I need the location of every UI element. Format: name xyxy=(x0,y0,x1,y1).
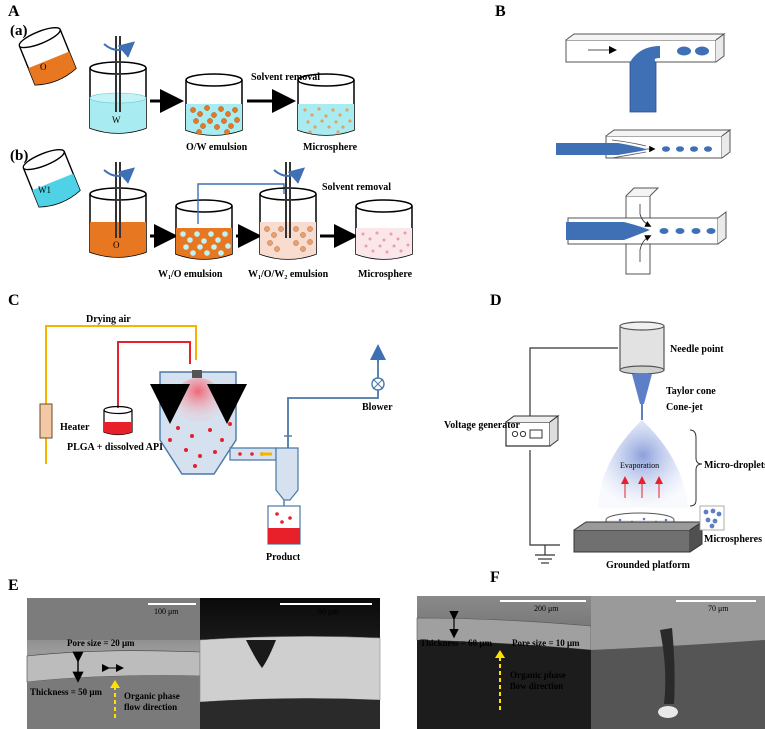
sem-f-right: 70 μm xyxy=(591,596,765,729)
thickness-label-f: Thickness = 60 μm xyxy=(420,638,492,648)
product-jar xyxy=(267,505,301,545)
panel-b: B xyxy=(495,3,732,275)
voltage-generator-label: Voltage generator xyxy=(444,420,521,431)
solvent-removal-label-b: Solvent removal xyxy=(322,182,391,193)
panel-label-e: E xyxy=(8,577,19,594)
t-junction-chip xyxy=(565,33,726,113)
w1o-emulsion-beaker: W₁/O emulsion xyxy=(158,199,233,280)
spray-plume xyxy=(174,378,222,422)
heater-box xyxy=(39,403,53,439)
w1-pouring-beaker xyxy=(22,148,81,208)
solvent-removal-label-a: Solvent removal xyxy=(251,72,320,83)
scale-label-e-right: 80 μm xyxy=(318,607,339,616)
water-label: W xyxy=(112,115,121,125)
taylor-cone xyxy=(632,374,652,404)
microsphere-beaker-b: Microsphere xyxy=(355,199,413,280)
droplets-c xyxy=(168,422,232,468)
panel-d: D Voltage generator Needle point xyxy=(444,292,765,571)
microsphere-beaker-a: Microsphere xyxy=(297,73,358,153)
co-flow-chip xyxy=(556,129,732,159)
scale-label-f-right: 70 μm xyxy=(708,604,729,613)
nozzle xyxy=(192,370,202,378)
cyclone xyxy=(275,447,299,501)
ow-emulsion-label: O/W emulsion xyxy=(186,142,248,153)
panel-f: F 200 μm Thickness = 60 μm Pore size = 1… xyxy=(416,569,765,729)
microsphere-label-a: Microsphere xyxy=(303,142,358,153)
panel-label-c: C xyxy=(8,292,20,309)
oil-pouring-beaker xyxy=(18,26,77,86)
product-label: Product xyxy=(266,552,301,563)
oil-label: O xyxy=(40,62,47,72)
flow-label-e-2: flow direction xyxy=(124,702,177,712)
panel-label-a: A xyxy=(8,3,20,20)
grounded-platform xyxy=(573,521,704,553)
oil-label-b: O xyxy=(113,240,120,250)
thickness-label-e: Thickness = 50 μm xyxy=(30,687,102,697)
panel-label-b: B xyxy=(495,3,506,20)
droplet-plume xyxy=(598,420,688,508)
subpanel-tag-b: (b) xyxy=(10,148,28,164)
ground-symbol xyxy=(535,545,555,564)
oil-stirrer-beaker: O xyxy=(89,162,147,258)
w1ow2-emulsion-beaker: W₁/O/W₂ emulsion xyxy=(248,162,329,280)
subpanel-tag-a: (a) xyxy=(10,23,28,39)
needle-point-label: Needle point xyxy=(670,344,724,355)
sem-e-right: 80 μm xyxy=(199,598,381,729)
wire-bottom xyxy=(529,450,560,546)
microsphere-label-b: Microsphere xyxy=(358,269,413,280)
sem-e-left: 100 μm Pore size = 20 μm Thickness = 50 … xyxy=(26,598,201,729)
w1-label: W1 xyxy=(38,185,51,195)
scale-label-e-left: 100 μm xyxy=(154,607,179,616)
drying-air-label: Drying air xyxy=(86,314,131,325)
voltage-generator-box xyxy=(505,415,560,447)
feed-line xyxy=(117,341,191,408)
flow-label-e-1: Organic phase xyxy=(124,691,180,701)
w1o-emulsion-label: W₁/O emulsion xyxy=(158,269,223,280)
cone-jet-label: Cone-jet xyxy=(666,402,703,413)
pore-size-label-e: Pore size = 20 μm xyxy=(67,638,135,648)
panel-a: A (a) O W xyxy=(8,3,413,280)
needle-cylinder xyxy=(619,321,665,375)
evaporation-label: Evaporation xyxy=(620,461,659,470)
wire-top xyxy=(529,347,618,424)
exhaust-line xyxy=(287,356,379,448)
blower-label: Blower xyxy=(362,402,393,413)
ow-emulsion-beaker: O/W emulsion xyxy=(185,73,248,153)
panel-label-d: D xyxy=(490,292,502,309)
grounded-platform-label: Grounded platform xyxy=(606,560,691,571)
sem-f-left: 200 μm Thickness = 60 μm Pore size = 10 … xyxy=(416,596,592,729)
w1ow2-emulsion-label: W₁/O/W₂ emulsion xyxy=(248,269,329,280)
microsphere-inset xyxy=(699,505,725,531)
flow-focusing-chip xyxy=(566,187,727,275)
panel-e: E 100 μm Pore size = 20 μm Thickness = 5… xyxy=(8,577,381,729)
heater-label: Heater xyxy=(60,422,90,433)
drying-air-line xyxy=(45,325,197,464)
water-beaker: W xyxy=(89,36,147,134)
flow-label-f-1: Organic phase xyxy=(510,670,566,680)
panel-label-f: F xyxy=(490,569,500,586)
flow-label-f-2: flow direction xyxy=(510,681,563,691)
taylor-cone-label: Taylor cone xyxy=(666,386,716,397)
feed-beaker xyxy=(103,405,133,436)
pore-size-label-f: Pore size = 10 μm xyxy=(512,638,580,648)
microspheres-label: Microspheres xyxy=(704,534,762,545)
bracket xyxy=(689,429,703,507)
evaporation-arrows xyxy=(621,476,663,498)
micro-droplets-label: Micro-droplets xyxy=(704,460,765,471)
scale-label-f-left: 200 μm xyxy=(534,604,559,613)
feed-label: PLGA + dissolved API xyxy=(67,442,163,453)
panel-c: C Drying air Heater PLGA + dissolved API xyxy=(8,292,393,563)
